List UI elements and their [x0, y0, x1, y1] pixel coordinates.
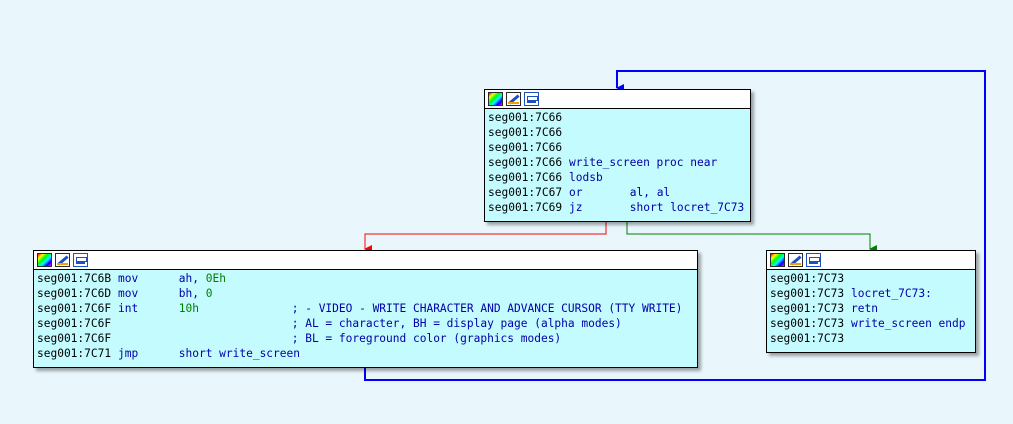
- edge-true-branch: [626, 221, 877, 253]
- asm-mn: write_screen proc near: [569, 156, 718, 169]
- asm-mn: jz: [569, 201, 583, 214]
- pencil-icon[interactable]: [788, 253, 803, 267]
- asm-line[interactable]: seg001:7C73 write_screen endp: [770, 316, 975, 331]
- asm-cm: ; BL = foreground color (graphics modes): [291, 332, 562, 345]
- asm-mn: or: [569, 186, 583, 199]
- asm-line[interactable]: seg001:7C73 retn: [770, 301, 975, 316]
- asm-line[interactable]: seg001:7C66: [488, 140, 750, 155]
- asm-cm: ; AL = character, BH = display page (alp…: [291, 317, 622, 330]
- asm-line[interactable]: seg001:7C69 jz short locret_7C73: [488, 200, 750, 215]
- asm-addr: seg001:7C66: [488, 156, 563, 169]
- asm-addr: seg001:7C6F: [37, 302, 112, 315]
- palette-icon[interactable]: [488, 92, 503, 106]
- asm-addr: seg001:7C6F: [37, 317, 112, 330]
- asm-line[interactable]: seg001:7C67 or al, al: [488, 185, 750, 200]
- asm-mn: mov: [118, 287, 139, 300]
- asm-mn: retn: [851, 302, 878, 315]
- node-header: [485, 90, 750, 109]
- asm-addr: seg001:7C67: [488, 186, 563, 199]
- palette-icon[interactable]: [770, 253, 785, 267]
- asm-op: short locret_7C73: [629, 201, 745, 214]
- asm-addr: seg001:7C66: [488, 141, 563, 154]
- asm-line[interactable]: seg001:7C73: [770, 331, 975, 346]
- asm-addr: seg001:7C73: [770, 272, 845, 285]
- asm-mn: jmp: [118, 347, 139, 360]
- edge-loop-back: [364, 70, 986, 381]
- graph-icon[interactable]: [806, 253, 821, 267]
- asm-addr: seg001:7C73: [770, 332, 845, 345]
- asm-addr: seg001:7C69: [488, 201, 563, 214]
- asm-line[interactable]: seg001:7C6F int 10h ; - VIDEO - WRITE CHARA…: [37, 301, 697, 316]
- node-header: [767, 251, 975, 270]
- asm-num: 0: [205, 287, 213, 300]
- asm-line[interactable]: seg001:7C66 write_screen proc near: [488, 155, 750, 170]
- asm-addr: seg001:7C6B: [37, 272, 112, 285]
- asm-addr: seg001:7C6F: [37, 332, 112, 345]
- asm-line[interactable]: seg001:7C73 locret_7C73:: [770, 286, 975, 301]
- asm-mn: locret_7C73:: [851, 287, 932, 300]
- graph-icon[interactable]: [73, 253, 88, 267]
- pencil-icon[interactable]: [55, 253, 70, 267]
- asm-cm: ; - VIDEO - WRITE CHARACTER AND ADVANCE …: [291, 302, 683, 315]
- asm-line[interactable]: seg001:7C73: [770, 271, 975, 286]
- asm-addr: seg001:7C66: [488, 126, 563, 139]
- asm-line[interactable]: seg001:7C66 lodsb: [488, 170, 750, 185]
- asm-line[interactable]: seg001:7C66: [488, 110, 750, 125]
- palette-icon[interactable]: [37, 253, 52, 267]
- asm-line[interactable]: seg001:7C6F ; BL = foreground color (grap…: [37, 331, 697, 346]
- graph-icon[interactable]: [524, 92, 539, 106]
- node-header: [34, 251, 697, 270]
- asm-line[interactable]: seg001:7C6F ; AL = character, BH = displa…: [37, 316, 697, 331]
- asm-addr: seg001:7C73: [770, 317, 845, 330]
- asm-mn: int: [118, 302, 139, 315]
- asm-addr: seg001:7C66: [488, 111, 563, 124]
- asm-mn: write_screen endp: [851, 317, 966, 330]
- asm-op: al, al: [629, 186, 671, 199]
- asm-addr: seg001:7C66: [488, 171, 563, 184]
- asm-num: 10h: [178, 302, 199, 315]
- edge-false-branch: [364, 221, 607, 253]
- asm-addr: seg001:7C73: [770, 302, 845, 315]
- asm-mn: lodsb: [569, 171, 603, 184]
- asm-addr: seg001:7C6D: [37, 287, 112, 300]
- pencil-icon[interactable]: [506, 92, 521, 106]
- asm-mn: mov: [118, 272, 139, 285]
- asm-line[interactable]: seg001:7C66: [488, 125, 750, 140]
- asm-addr: seg001:7C71: [37, 347, 112, 360]
- asm-num: 0Eh: [205, 272, 226, 285]
- asm-addr: seg001:7C73: [770, 287, 845, 300]
